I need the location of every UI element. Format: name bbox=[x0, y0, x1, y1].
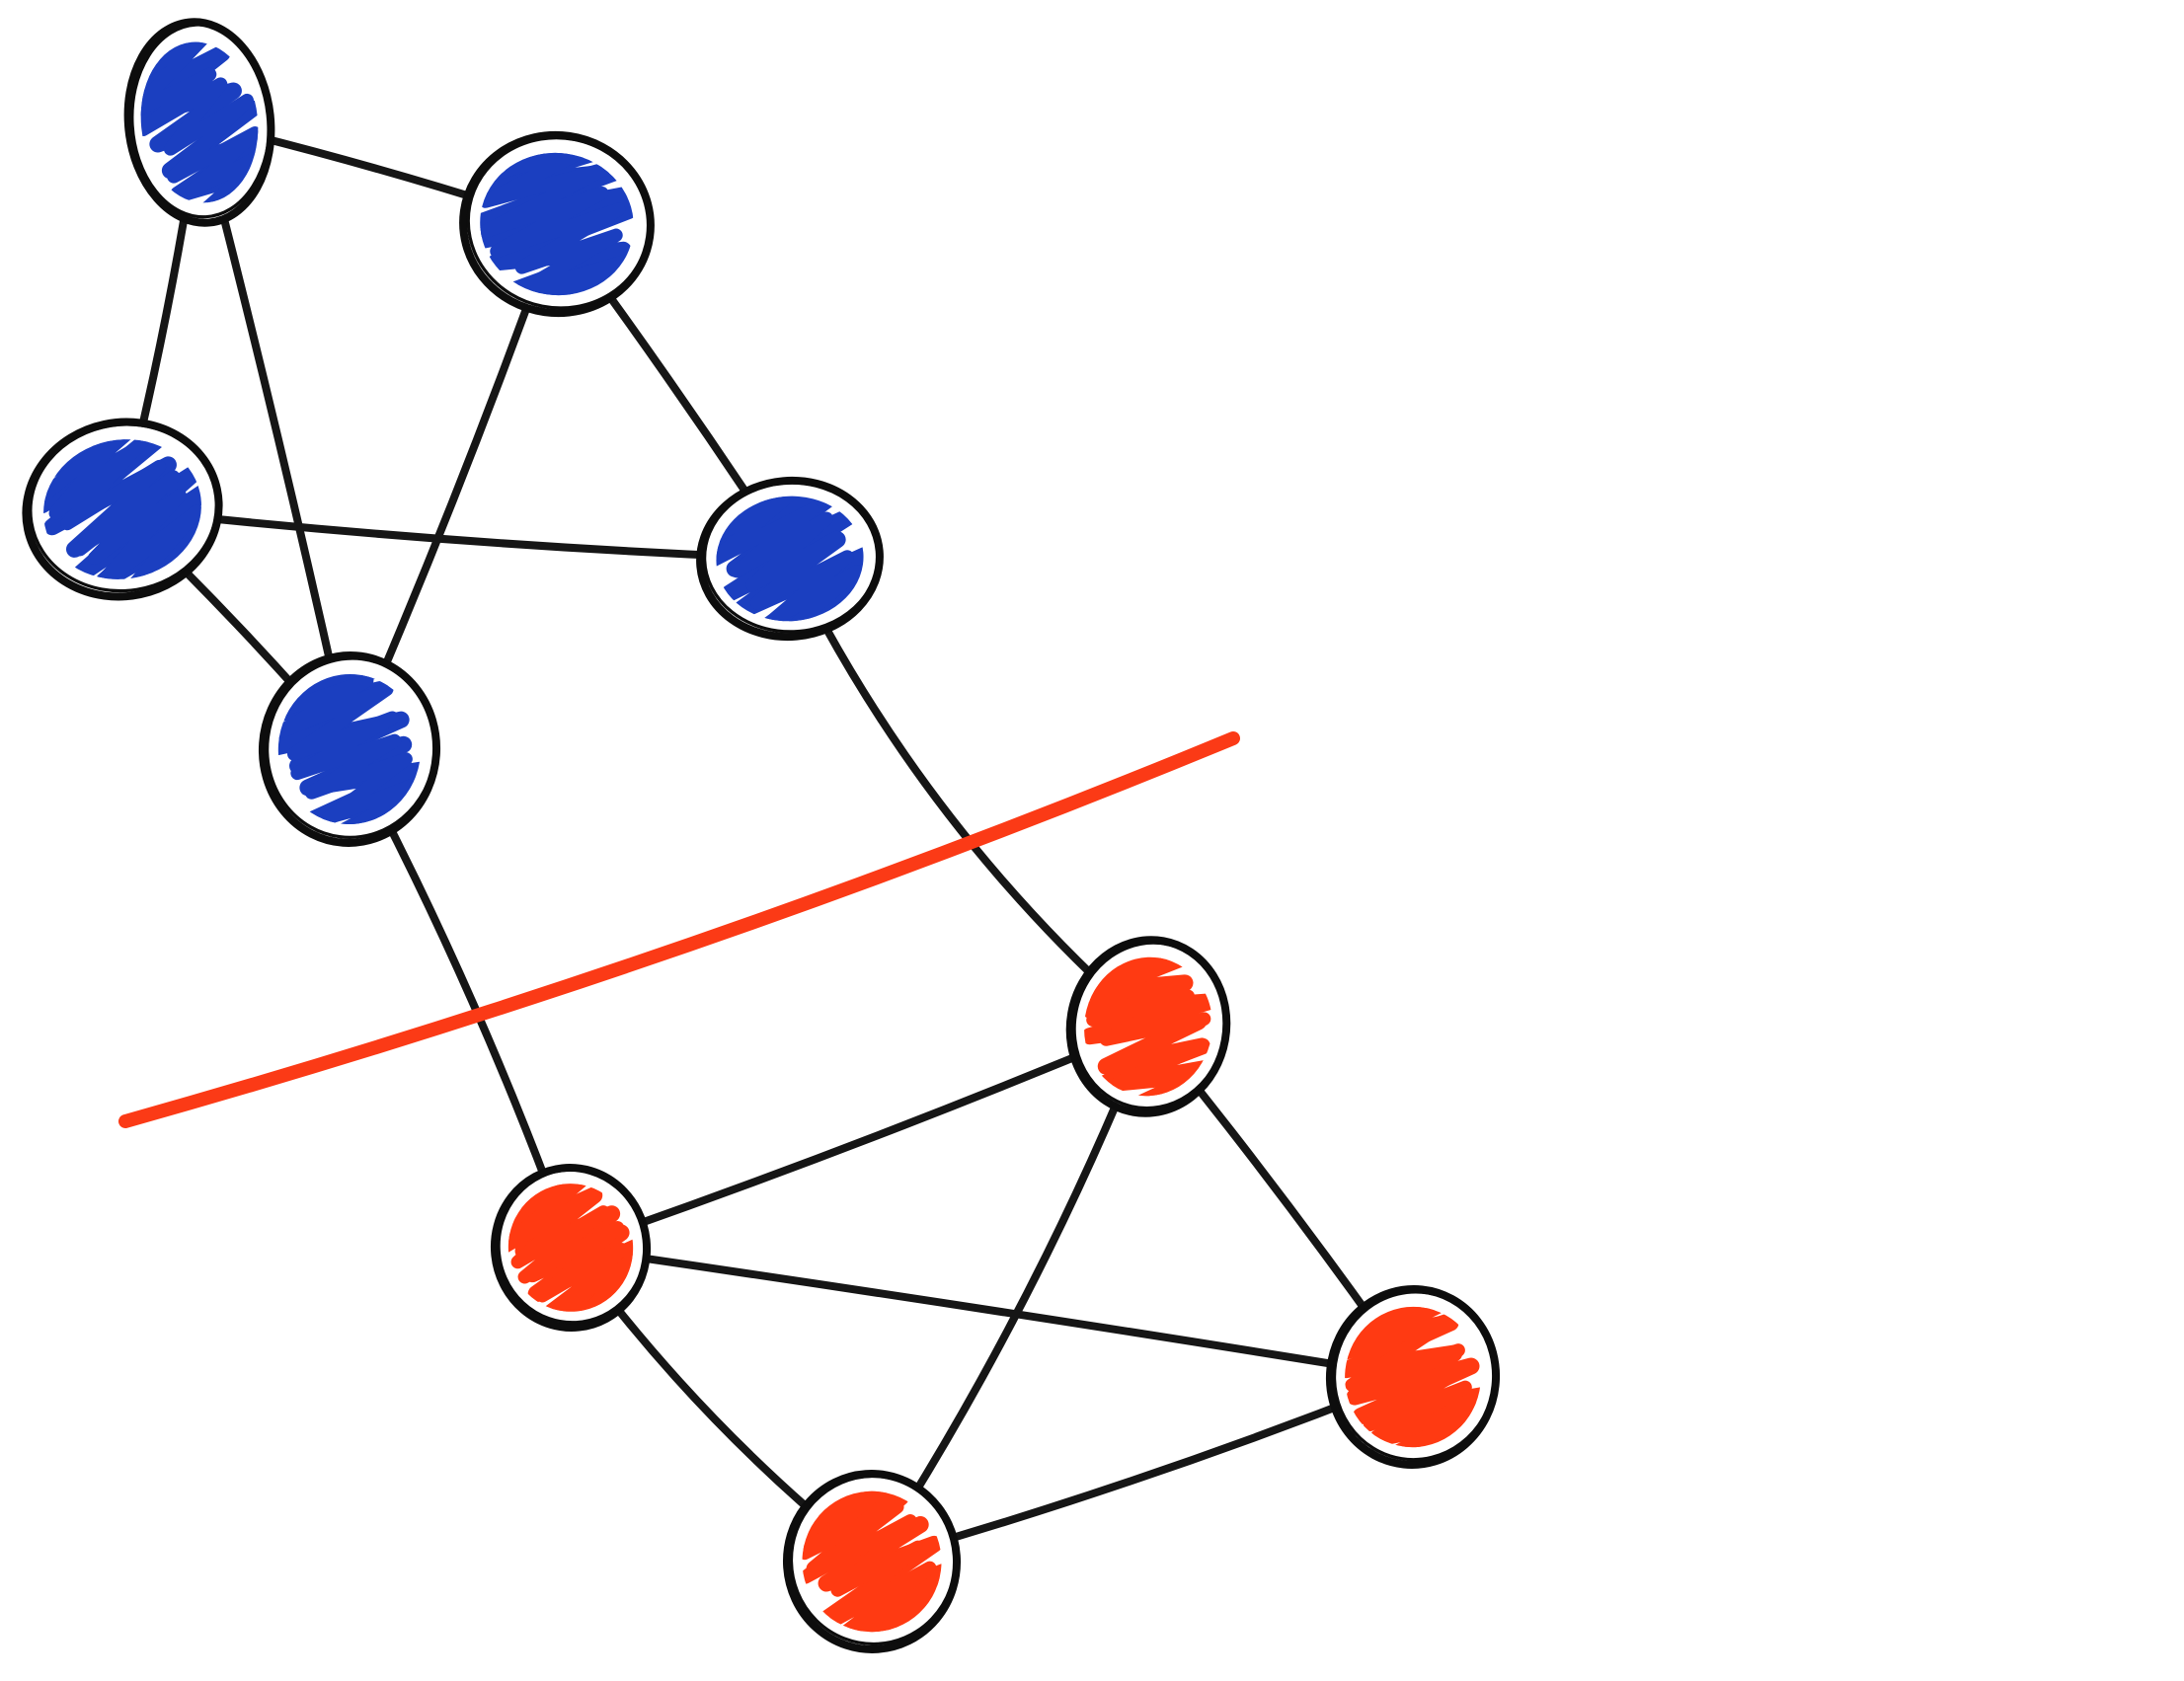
node-outline-sketch bbox=[703, 481, 880, 634]
node-r4-red bbox=[782, 1470, 962, 1653]
node-outline-sketch bbox=[266, 656, 437, 839]
node-outline-sketch bbox=[789, 1474, 958, 1646]
node-r2-red bbox=[490, 1164, 652, 1332]
node-b1-blue bbox=[123, 18, 275, 227]
node-b2-blue bbox=[459, 130, 655, 318]
node-outline-sketch bbox=[1072, 941, 1228, 1110]
node-scribble-blue bbox=[132, 36, 267, 209]
node-r3-red bbox=[1325, 1285, 1501, 1469]
node-b5-blue bbox=[258, 651, 441, 847]
node-b4-blue bbox=[696, 476, 884, 642]
node-outline-sketch bbox=[1332, 1290, 1497, 1462]
node-b3-blue bbox=[22, 418, 223, 601]
edge-r1-r2 bbox=[567, 1023, 1152, 1252]
edge-r2-r3 bbox=[567, 1244, 1417, 1381]
node-layer bbox=[22, 18, 1501, 1653]
node-outline-sketch bbox=[466, 136, 651, 310]
node-r1-red bbox=[1065, 936, 1231, 1117]
graph-cut-line bbox=[118, 731, 1240, 1128]
node-outline-sketch bbox=[497, 1168, 648, 1325]
